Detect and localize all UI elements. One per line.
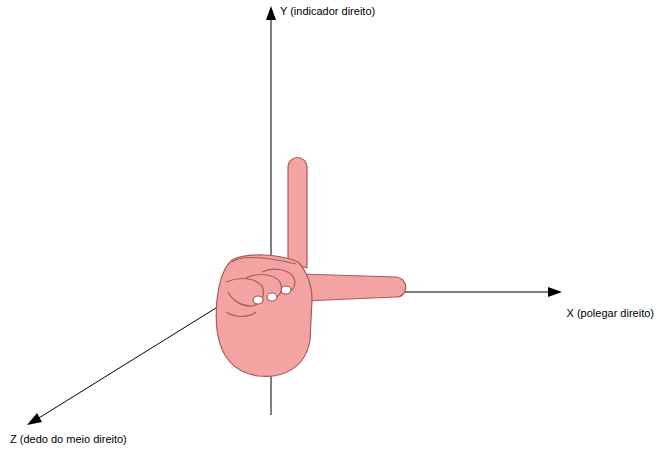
axis-label: Y (indicador direito)	[280, 4, 375, 18]
axes	[27, 6, 562, 425]
fingernail	[281, 286, 291, 294]
finger-fold	[232, 258, 296, 264]
y-arrowhead	[266, 6, 276, 20]
axis-label: Z (dedo do meio direito)	[10, 432, 127, 446]
hand	[216, 158, 406, 377]
curled-finger	[226, 279, 264, 307]
axis-label: X (polegar direito)	[567, 306, 654, 320]
curled-finger	[246, 275, 282, 300]
x-arrowhead	[548, 287, 562, 297]
fist	[216, 255, 312, 377]
fingernail	[253, 296, 263, 304]
fingernail	[267, 293, 277, 301]
z-axis	[34, 298, 232, 421]
palm-crease	[226, 312, 256, 317]
z-arrowhead	[27, 413, 42, 425]
curled-finger	[262, 269, 295, 294]
thumb	[300, 274, 406, 301]
index-finger	[288, 158, 307, 269]
